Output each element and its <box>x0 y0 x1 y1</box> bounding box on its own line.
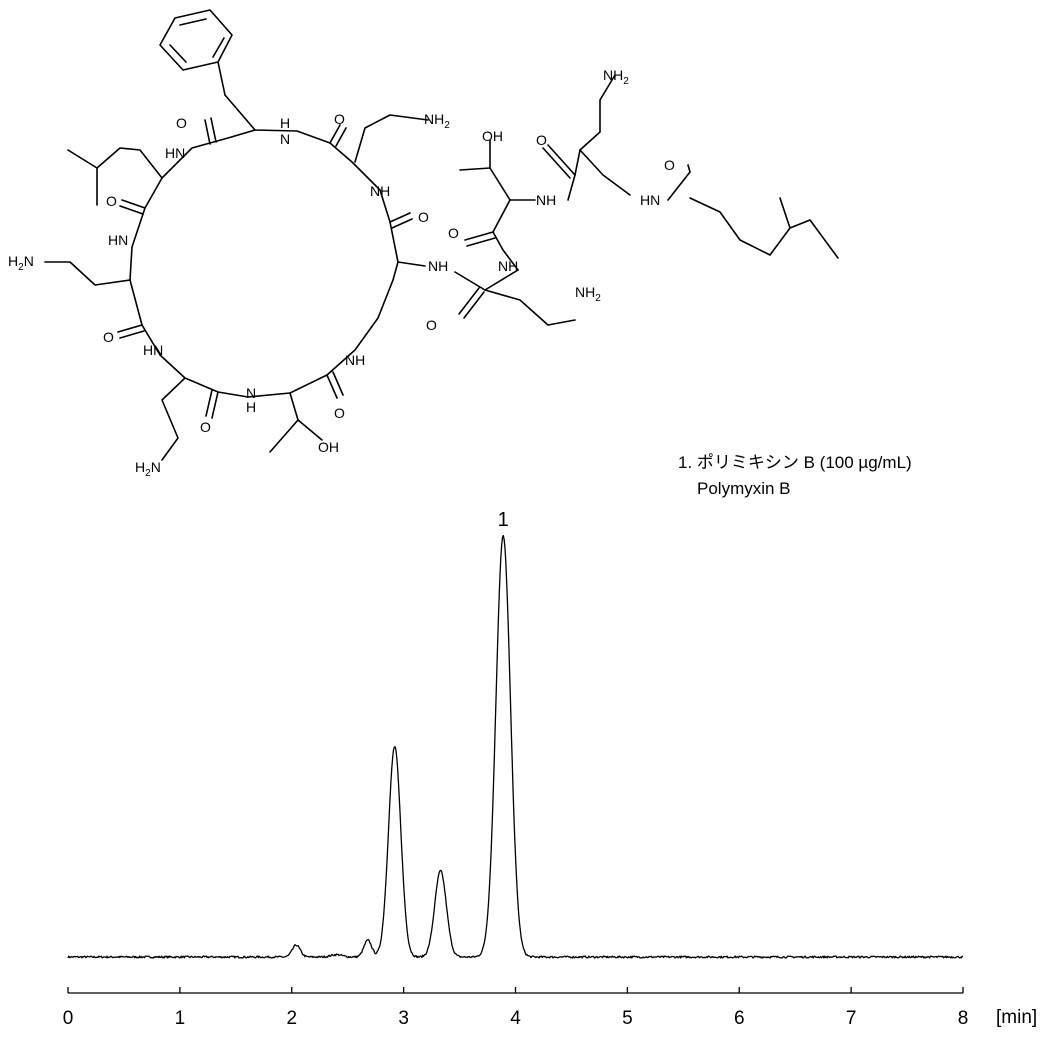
legend-entry-1: 1. ポリミキシン B (100 µg/mL) <box>678 453 912 472</box>
atom-nh-1: NH <box>370 183 390 199</box>
atom-o-4: O <box>418 209 429 225</box>
atom-o-5: O <box>448 225 459 241</box>
atom-o-1: O <box>176 115 187 131</box>
atom-hn-1: HN <box>165 145 185 161</box>
atom-o-9: O <box>103 329 114 345</box>
legend-entry-1-english: Polymyxin B <box>697 479 791 498</box>
macrocycle-backbone <box>129 129 399 398</box>
atom-hn-2: HN <box>108 232 128 248</box>
atom-h-1: H <box>280 115 290 131</box>
x-tick-label: 7 <box>846 1008 857 1029</box>
x-tick-label: 8 <box>958 1008 969 1029</box>
x-tick-label: 0 <box>63 1008 74 1029</box>
x-tick-label: 4 <box>510 1008 521 1029</box>
atom-nh-5: NH <box>345 352 365 368</box>
atom-h2n-2: H2N <box>135 459 161 479</box>
atom-h2n-1: H2N <box>8 253 34 273</box>
atom-nh-4: NH <box>536 192 556 208</box>
atom-n-1: N <box>280 131 290 147</box>
atom-nh-2: NH <box>428 258 448 274</box>
atom-nh2-2: NH2 <box>603 67 629 87</box>
polymyxin-b-structure: O HN H N O NH2 O HN NH O H2N NH NH O OH … <box>8 9 839 479</box>
peak-label-1: 1 <box>498 509 509 531</box>
atom-o-10: O <box>200 419 211 435</box>
atom-oh-1: OH <box>482 128 503 144</box>
atom-o-11: O <box>334 405 345 421</box>
x-tick-label: 2 <box>286 1008 297 1029</box>
chromatogram-trace <box>67 534 964 959</box>
atom-nh-3: NH <box>498 258 518 274</box>
x-tick-label: 5 <box>622 1008 633 1029</box>
atom-o-2: O <box>334 111 345 127</box>
legend: 1. ポリミキシン B (100 µg/mL) Polymyxin B <box>678 453 912 498</box>
atom-o-6: O <box>536 132 547 148</box>
atom-o-7: O <box>664 157 675 173</box>
atom-o-3: O <box>106 193 117 209</box>
atom-oh-2: OH <box>318 439 339 455</box>
atom-h-2: H <box>246 399 256 415</box>
atom-n-2: N <box>246 385 256 401</box>
x-axis-unit: [min] <box>996 1007 1037 1028</box>
atom-nh2-1: NH2 <box>424 111 450 131</box>
atom-hn-4: HN <box>143 342 163 358</box>
chromatogram: 1 0 1 2 3 4 5 6 7 8 [min] <box>63 509 1037 1029</box>
x-tick-label: 6 <box>734 1008 745 1029</box>
x-tick-label: 1 <box>175 1008 186 1029</box>
atom-o-8: O <box>426 317 437 333</box>
benzene-ring <box>159 9 233 71</box>
atom-hn-3: HN <box>640 192 660 208</box>
x-tick-label: 3 <box>398 1008 409 1029</box>
atom-nh2-3: NH2 <box>575 284 601 304</box>
